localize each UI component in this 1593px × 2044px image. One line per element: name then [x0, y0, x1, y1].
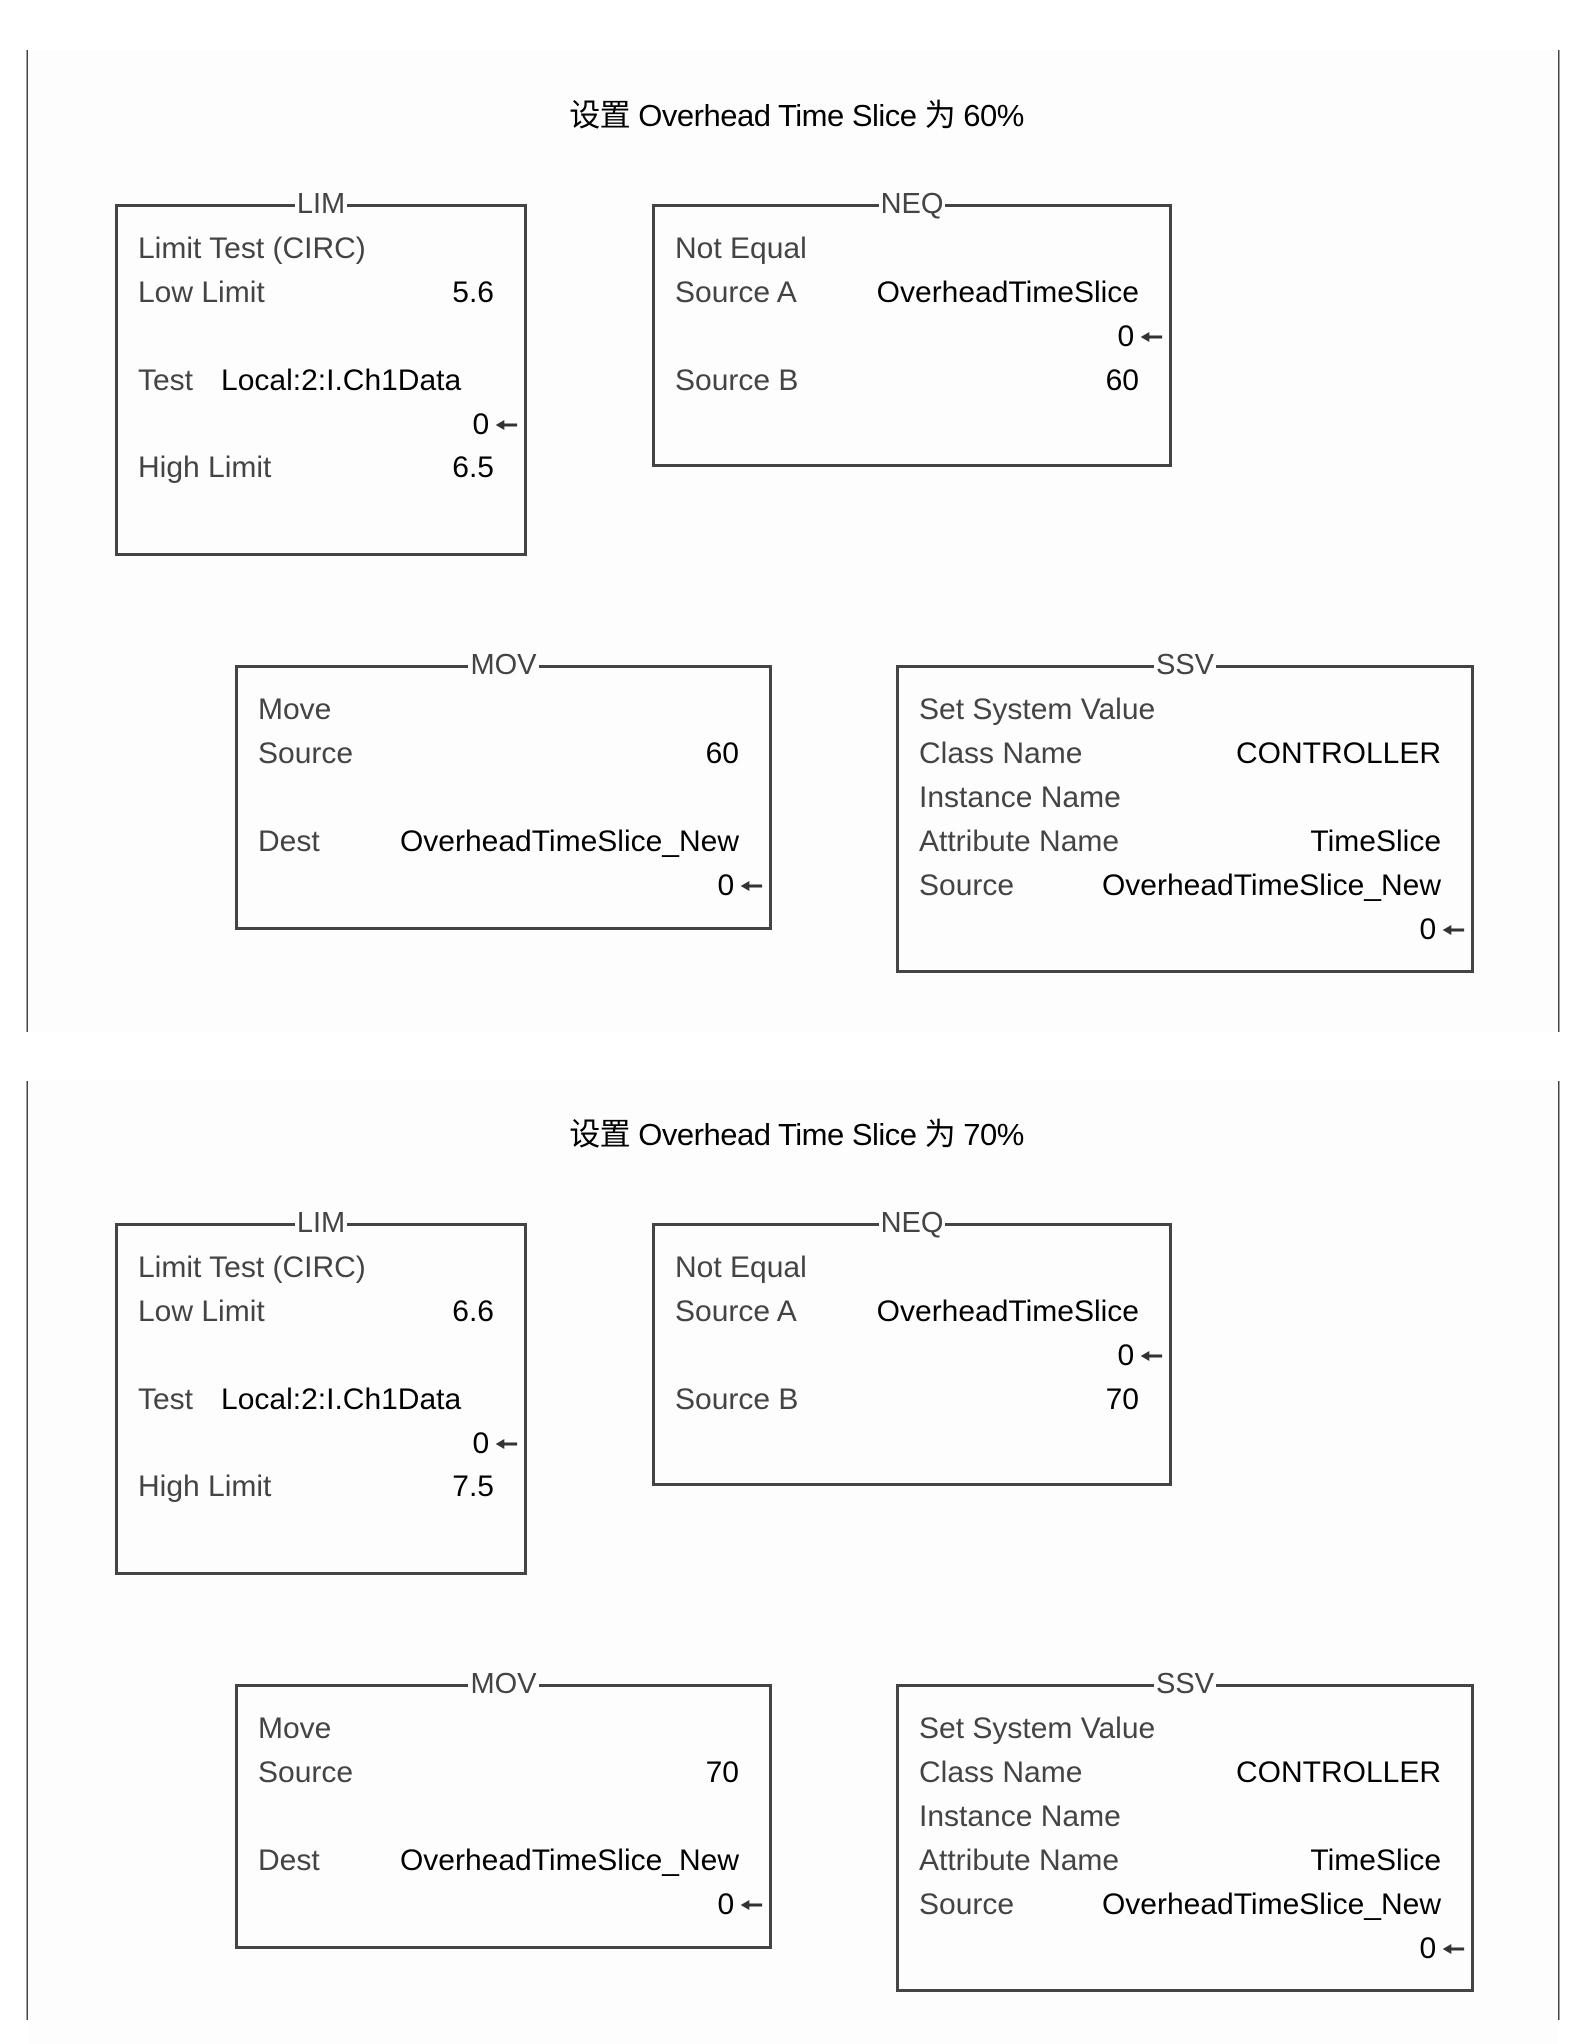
ssv-instruction[interactable]: SSV Set System Value Class Name CONTROLLE…: [896, 649, 1474, 973]
class-name-label: Class Name: [919, 1756, 1083, 1789]
mov-mnemonic: MOV: [468, 649, 539, 681]
mov-source-value[interactable]: 60: [705, 737, 739, 770]
source-a-value: 0: [1117, 1339, 1135, 1372]
source-a-tag[interactable]: OverheadTimeSlice: [876, 276, 1139, 309]
test-label: Test: [138, 1383, 194, 1416]
attribute-name-value[interactable]: TimeSlice: [1310, 1844, 1441, 1877]
dest-output: 0🠔: [718, 1887, 763, 1923]
mov-description: Move: [258, 693, 332, 726]
ssv-source-tag[interactable]: OverheadTimeSlice_New: [1101, 869, 1441, 902]
test-label: Test: [138, 364, 194, 397]
rung-comment: 设置 Overhead Time Slice 为 60%: [569, 98, 1024, 133]
neq-description: Not Equal: [675, 1251, 807, 1284]
ssv-source-value: 0: [1419, 913, 1437, 946]
test-output: 0🠔: [473, 1426, 518, 1462]
dest-tag[interactable]: OverheadTimeSlice_New: [399, 825, 739, 858]
test-tag[interactable]: Local:2:I.Ch1Data: [221, 364, 462, 397]
source-a-tag[interactable]: OverheadTimeSlice: [876, 1295, 1139, 1328]
source-a-output: 0🠔: [1118, 1338, 1163, 1374]
attribute-name-label: Attribute Name: [919, 825, 1120, 858]
low-limit-label: Low Limit: [138, 276, 265, 309]
ssv-source-value: 0: [1419, 1932, 1437, 1965]
high-limit-value[interactable]: 6.5: [452, 451, 494, 484]
neq-mnemonic: NEQ: [878, 188, 946, 220]
value-arrow-icon: 🠔: [740, 871, 763, 901]
dest-tag[interactable]: OverheadTimeSlice_New: [399, 1844, 739, 1877]
ssv-mnemonic: SSV: [1153, 1668, 1217, 1700]
instance-name-label: Instance Name: [919, 1800, 1121, 1833]
source-a-label: Source A: [675, 1295, 797, 1328]
attribute-name-value[interactable]: TimeSlice: [1310, 825, 1441, 858]
lim-instruction[interactable]: LIM Limit Test (CIRC) Low Limit 6.6 Test L…: [115, 1207, 527, 1575]
ssv-instruction[interactable]: SSV Set System Value Class Name CONTROLLE…: [896, 1668, 1474, 1992]
source-b-label: Source B: [675, 364, 799, 397]
source-a-label: Source A: [675, 276, 797, 309]
attribute-name-label: Attribute Name: [919, 1844, 1120, 1877]
source-a-value: 0: [1117, 320, 1135, 353]
rung-comment: 设置 Overhead Time Slice 为 70%: [569, 1117, 1024, 1152]
mov-instruction[interactable]: MOV Move Source 70 Dest OverheadTimeSlice_…: [235, 1668, 772, 1949]
value-arrow-icon: 🠔: [495, 410, 518, 440]
mov-source-label: Source: [258, 737, 354, 770]
ssv-source-output: 0🠔: [1420, 912, 1465, 948]
ssv-source-label: Source: [919, 869, 1015, 902]
lim-mnemonic: LIM: [294, 188, 348, 220]
mov-instruction[interactable]: MOV Move Source 60 Dest OverheadTimeSlice_…: [235, 649, 772, 930]
source-b-label: Source B: [675, 1383, 799, 1416]
ssv-source-tag[interactable]: OverheadTimeSlice_New: [1101, 1888, 1441, 1921]
value-arrow-icon: 🠔: [495, 1429, 518, 1459]
instance-name-label: Instance Name: [919, 781, 1121, 814]
rung-60-percent[interactable]: 设置 Overhead Time Slice 为 60% LIM Limit T…: [0, 0, 1593, 1032]
class-name-value[interactable]: CONTROLLER: [1235, 1756, 1441, 1789]
class-name-label: Class Name: [919, 737, 1083, 770]
ssv-mnemonic: SSV: [1153, 649, 1217, 681]
value-arrow-icon: 🠔: [1442, 1934, 1465, 1964]
source-b-value[interactable]: 60: [1105, 364, 1139, 397]
low-limit-value[interactable]: 5.6: [452, 276, 494, 309]
test-output: 0🠔: [473, 407, 518, 443]
dest-label: Dest: [258, 825, 320, 858]
dest-value: 0: [717, 869, 735, 902]
dest-label: Dest: [258, 1844, 320, 1877]
test-value: 0: [472, 1427, 490, 1460]
mov-source-label: Source: [258, 1756, 354, 1789]
mov-source-value[interactable]: 70: [705, 1756, 739, 1789]
lim-mnemonic: LIM: [294, 1207, 348, 1239]
class-name-value[interactable]: CONTROLLER: [1235, 737, 1441, 770]
ssv-description: Set System Value: [919, 1712, 1156, 1745]
mov-description: Move: [258, 1712, 332, 1745]
value-arrow-icon: 🠔: [1140, 322, 1163, 352]
source-b-value[interactable]: 70: [1105, 1383, 1139, 1416]
value-arrow-icon: 🠔: [1442, 915, 1465, 945]
ssv-description: Set System Value: [919, 693, 1156, 726]
dest-value: 0: [717, 1888, 735, 1921]
mov-mnemonic: MOV: [468, 1668, 539, 1700]
high-limit-label: High Limit: [138, 451, 272, 484]
neq-mnemonic: NEQ: [878, 1207, 946, 1239]
high-limit-value[interactable]: 7.5: [452, 1470, 494, 1503]
lim-description: Limit Test (CIRC): [138, 232, 366, 265]
test-value: 0: [472, 408, 490, 441]
low-limit-label: Low Limit: [138, 1295, 265, 1328]
source-a-output: 0🠔: [1118, 319, 1163, 355]
test-tag[interactable]: Local:2:I.Ch1Data: [221, 1383, 462, 1416]
dest-output: 0🠔: [718, 868, 763, 904]
rung-70-percent[interactable]: 设置 Overhead Time Slice 为 70% LIM Limit T…: [0, 1019, 1593, 2044]
neq-description: Not Equal: [675, 232, 807, 265]
ssv-source-output: 0🠔: [1420, 1931, 1465, 1967]
ssv-source-label: Source: [919, 1888, 1015, 1921]
value-arrow-icon: 🠔: [1140, 1341, 1163, 1371]
lim-description: Limit Test (CIRC): [138, 1251, 366, 1284]
high-limit-label: High Limit: [138, 1470, 272, 1503]
value-arrow-icon: 🠔: [740, 1890, 763, 1920]
lim-instruction[interactable]: LIM Limit Test (CIRC) Low Limit 5.6 Test L…: [115, 188, 527, 556]
low-limit-value[interactable]: 6.6: [452, 1295, 494, 1328]
